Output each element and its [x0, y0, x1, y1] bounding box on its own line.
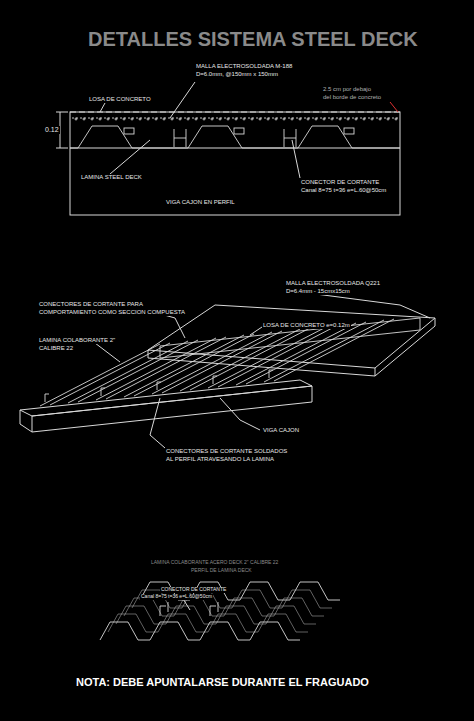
deck-rib	[50, 343, 170, 405]
callout-text: CONECTORES DE CORTANTE PARA	[38, 301, 144, 308]
callout-text: LOSA DE CONCRETO	[88, 96, 152, 103]
shear-connector	[269, 370, 273, 378]
leader-line	[220, 398, 260, 430]
callout-text: Canal 8=75 t=36 e=L.60@50cm	[300, 187, 387, 194]
callout-text: LAMINA COLABORANTE ACERO DECK 2" CALIBRE…	[150, 560, 279, 566]
callout-text: MALLA ELECTROSOLDADA M-188	[195, 63, 293, 70]
box-beam-back	[160, 318, 420, 358]
box-beam-edge	[20, 424, 32, 432]
shear-connector	[45, 394, 49, 402]
deck-rib	[68, 341, 188, 403]
shear-connector	[101, 388, 105, 396]
deck-piece	[100, 622, 300, 640]
deck-rib	[218, 325, 338, 387]
deck-piece	[116, 606, 316, 624]
callout-text: D=6.0mm, @150mm x 150mm	[195, 71, 279, 78]
mesh-line	[72, 118, 398, 119]
beam-top	[70, 148, 400, 149]
shear-connector	[157, 382, 161, 390]
callout-text: VIGA CAJON	[262, 427, 300, 434]
leader-line	[390, 102, 398, 112]
slab-top-face	[148, 305, 435, 368]
shear-connector	[284, 129, 296, 147]
deck-piece	[140, 582, 340, 600]
slab-edge	[375, 368, 376, 376]
mesh-chair	[344, 128, 354, 134]
section-outline	[70, 112, 400, 215]
callout-text: MALLA ELECTROSOLDADA Q221	[285, 280, 381, 287]
deck-rib	[40, 344, 160, 406]
deck-rib	[208, 326, 328, 388]
note-text: NOTA: DEBE APUNTALARSE DURANTE EL FRAGUA…	[75, 676, 370, 688]
callout-text: Canal 8=75 t=36 e=L.60@50cm	[140, 594, 213, 600]
deck-piece	[108, 614, 308, 632]
deck-rib	[236, 323, 356, 385]
shear-connector	[210, 602, 218, 616]
deck-rib	[246, 322, 366, 384]
deck-rib	[162, 331, 282, 393]
callout-text: LAMINA COLABORANTE 2"	[38, 337, 116, 344]
leader-line	[100, 103, 105, 112]
shear-connector	[174, 129, 186, 147]
dimension-tick	[56, 112, 68, 113]
callout-text: AL PERFIL ATRAVESANDO LA LAMINA	[165, 456, 275, 463]
shear-connector	[213, 376, 217, 384]
deck-rib	[124, 335, 244, 397]
callout-text: D=6.4mm - 15cmx15cm	[285, 288, 351, 295]
callout-text: VIGA CAJON EN PERFIL	[165, 199, 236, 206]
deck-rib	[190, 328, 310, 390]
callout-text: LOSA DE CONCRETO e=0.12m	[262, 322, 351, 329]
callout-text: CONECTOR DE CORTANTE	[300, 179, 380, 186]
drawing-title: DETALLES SISTEMA STEEL DECK	[88, 28, 418, 51]
leader-line	[150, 398, 165, 448]
deck-rib	[134, 334, 254, 396]
callout-text: del borde de concreto	[322, 94, 382, 101]
callout-text: CALIBRE 22	[38, 345, 74, 352]
callout-text: COMPORTAMIENTO COMO SECCION COMPUESTA	[38, 309, 186, 316]
box-beam-edge	[20, 410, 21, 424]
mesh-chair	[124, 128, 134, 134]
deck-profile	[70, 126, 400, 148]
deck-piece	[132, 590, 332, 608]
deck-rib	[180, 329, 300, 391]
mesh-chair	[234, 128, 244, 134]
callout-text: CONECTOR DE CORTANTE	[160, 587, 227, 593]
callout-text: LAMINA STEEL DECK	[80, 174, 143, 181]
leader-line	[170, 82, 195, 118]
callout-text: PERFIL DE LAMINA DECK	[190, 568, 253, 574]
dimension-tick	[56, 148, 68, 149]
slab-top	[70, 112, 400, 113]
callout-text: 2.5 cm por debajo	[322, 86, 372, 93]
deck-rib	[106, 337, 226, 399]
dimension-line	[60, 112, 61, 148]
callout-text: CONECTORES DE CORTANTE SOLDADOS	[165, 448, 288, 455]
deck-rib	[96, 338, 216, 400]
deck-piece	[124, 598, 324, 616]
deck-rib	[78, 340, 198, 402]
shear-connector	[160, 602, 168, 616]
dimension-text: 0.12	[44, 126, 60, 134]
deck-rib	[152, 332, 272, 394]
deck-rib	[264, 320, 384, 382]
leader-line	[95, 343, 120, 362]
leader-line	[250, 327, 262, 335]
